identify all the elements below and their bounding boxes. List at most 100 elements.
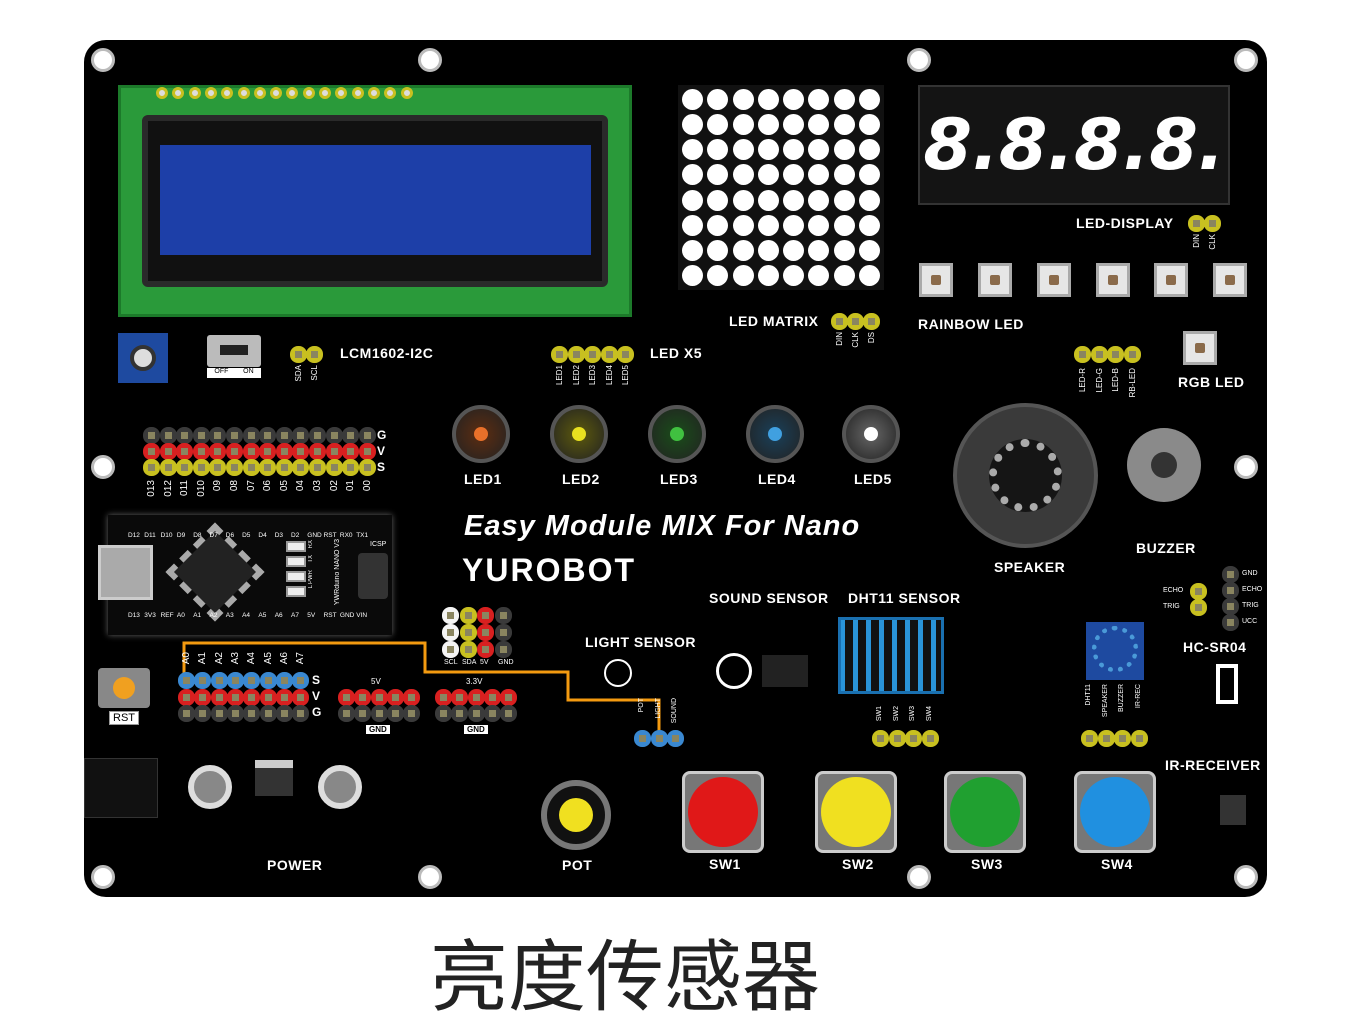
header-pin[interactable]	[386, 689, 404, 706]
header-pin[interactable]	[338, 689, 355, 706]
header-pin[interactable]	[1090, 346, 1108, 363]
header-pin[interactable]	[551, 346, 568, 363]
header-pin[interactable]	[1123, 346, 1141, 363]
header-pin[interactable]	[275, 459, 293, 476]
i2c-pin[interactable]	[494, 641, 512, 658]
hcsr04-pin[interactable]	[1222, 614, 1239, 631]
header-pin[interactable]	[650, 730, 668, 747]
header-pin[interactable]	[292, 705, 310, 722]
header-pin[interactable]	[194, 672, 212, 689]
header-pin[interactable]	[325, 427, 343, 444]
header-pin[interactable]	[292, 672, 310, 689]
header-pin[interactable]	[309, 427, 326, 444]
i2c-pin[interactable]	[459, 624, 477, 641]
power-switch[interactable]	[207, 335, 261, 367]
header-pin[interactable]	[292, 443, 310, 460]
header-pin[interactable]	[176, 443, 194, 460]
header-pin[interactable]	[467, 705, 485, 722]
header-pin[interactable]	[358, 427, 376, 444]
i2c-pin[interactable]	[459, 641, 477, 658]
header-pin[interactable]	[354, 689, 372, 706]
hcsr04-pin[interactable]	[1222, 598, 1239, 615]
i2c-pin[interactable]	[442, 641, 459, 658]
header-pin[interactable]	[178, 672, 195, 689]
switch-button-4[interactable]	[1074, 771, 1156, 853]
header-pin[interactable]	[1114, 730, 1131, 747]
header-pin[interactable]	[338, 705, 355, 722]
header-pin[interactable]	[226, 705, 244, 722]
header-pin[interactable]	[358, 443, 376, 460]
button-cap[interactable]	[950, 777, 1020, 847]
header-pin[interactable]	[259, 459, 277, 476]
header-pin[interactable]	[292, 427, 310, 444]
header-pin[interactable]	[259, 443, 277, 460]
header-pin[interactable]	[259, 672, 277, 689]
header-pin[interactable]	[1204, 215, 1221, 232]
header-pin[interactable]	[178, 705, 195, 722]
i2c-pin[interactable]	[477, 641, 494, 658]
header-pin[interactable]	[386, 705, 404, 722]
header-pin[interactable]	[143, 443, 160, 460]
header-pin[interactable]	[567, 346, 585, 363]
header-pin[interactable]	[209, 427, 227, 444]
i2c-pin[interactable]	[442, 624, 459, 641]
header-pin[interactable]	[872, 730, 889, 747]
header-pin[interactable]	[435, 689, 452, 706]
header-pin[interactable]	[1107, 346, 1124, 363]
header-pin[interactable]	[342, 427, 360, 444]
header-pin[interactable]	[483, 705, 501, 722]
header-pin[interactable]	[275, 705, 293, 722]
header-pin[interactable]	[226, 689, 244, 706]
selector-switch[interactable]	[1086, 622, 1144, 680]
hcsr04-pin[interactable]	[1190, 583, 1207, 600]
header-pin[interactable]	[210, 689, 228, 706]
header-pin[interactable]	[243, 705, 261, 722]
header-pin[interactable]	[243, 689, 261, 706]
header-pin[interactable]	[143, 427, 160, 444]
header-pin[interactable]	[634, 730, 651, 747]
potentiometer[interactable]	[541, 780, 611, 850]
header-pin[interactable]	[194, 689, 212, 706]
header-pin[interactable]	[451, 689, 469, 706]
header-pin[interactable]	[863, 313, 880, 330]
switch-button-1[interactable]	[682, 771, 764, 853]
header-pin[interactable]	[403, 689, 421, 706]
header-pin[interactable]	[370, 689, 388, 706]
i2c-pin[interactable]	[494, 607, 512, 624]
header-pin[interactable]	[354, 705, 372, 722]
header-pin[interactable]	[259, 689, 277, 706]
header-pin[interactable]	[210, 705, 228, 722]
header-pin[interactable]	[242, 427, 260, 444]
header-pin[interactable]	[617, 346, 634, 363]
header-pin[interactable]	[275, 427, 293, 444]
header-pin[interactable]	[275, 443, 293, 460]
header-pin[interactable]	[275, 689, 293, 706]
header-pin[interactable]	[176, 427, 194, 444]
header-pin[interactable]	[192, 443, 210, 460]
header-pin[interactable]	[209, 459, 227, 476]
header-pin[interactable]	[192, 427, 210, 444]
button-cap[interactable]	[821, 777, 891, 847]
header-pin[interactable]	[159, 459, 177, 476]
switch-button-2[interactable]	[815, 771, 897, 853]
contrast-potentiometer[interactable]	[118, 333, 168, 383]
header-pin[interactable]	[403, 705, 421, 722]
dc-jack[interactable]	[84, 758, 158, 818]
header-pin[interactable]	[159, 427, 177, 444]
header-pin[interactable]	[831, 313, 848, 330]
header-pin[interactable]	[1074, 346, 1091, 363]
header-pin[interactable]	[888, 730, 906, 747]
header-pin[interactable]	[226, 427, 243, 444]
header-pin[interactable]	[242, 443, 260, 460]
header-pin[interactable]	[209, 443, 227, 460]
button-cap[interactable]	[688, 777, 758, 847]
header-pin[interactable]	[275, 672, 293, 689]
icsp-header[interactable]	[358, 553, 388, 599]
i2c-pin[interactable]	[494, 624, 512, 641]
header-pin[interactable]	[467, 689, 485, 706]
header-pin[interactable]	[847, 313, 864, 330]
header-pin[interactable]	[1081, 730, 1098, 747]
header-pin[interactable]	[309, 443, 326, 460]
header-pin[interactable]	[306, 346, 323, 363]
header-pin[interactable]	[1097, 730, 1115, 747]
